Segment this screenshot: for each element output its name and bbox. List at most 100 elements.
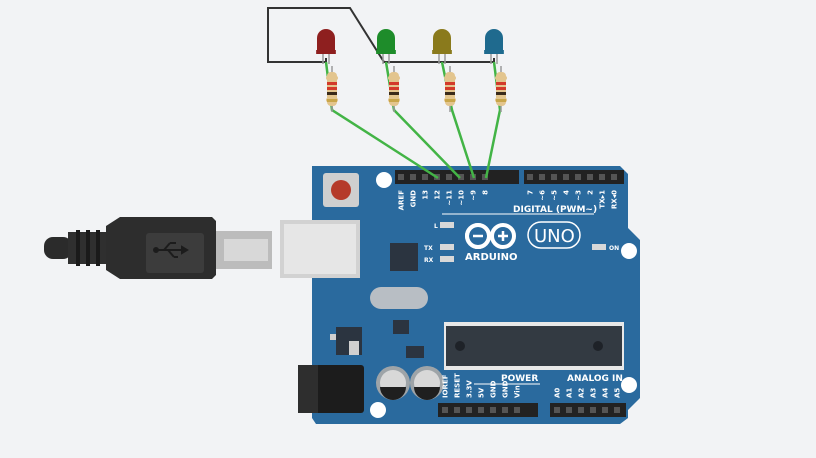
- pin-hole[interactable]: [442, 407, 448, 413]
- pin-hole[interactable]: [614, 407, 620, 413]
- digital-pwm-label: DIGITAL (PWM~): [513, 205, 597, 215]
- pin-label: A1: [566, 388, 574, 398]
- mounting-hole: [376, 172, 392, 188]
- tx-led-label: TX: [424, 245, 433, 252]
- pin-label: A0: [554, 388, 562, 398]
- mounting-hole: [370, 402, 386, 418]
- arduino-brand: ARDUINO: [465, 252, 517, 263]
- pin-hole[interactable]: [611, 174, 617, 180]
- power-header[interactable]: [438, 403, 538, 417]
- arduino-logo: ARDUINO UNO: [465, 221, 581, 263]
- pin-hole[interactable]: [575, 174, 581, 180]
- pin-label: 5V: [478, 387, 486, 398]
- resistor[interactable]: [388, 66, 400, 112]
- pin-hole[interactable]: [454, 407, 460, 413]
- mounting-hole: [621, 377, 637, 393]
- pin-hole[interactable]: [602, 407, 608, 413]
- pin-label: GND: [410, 190, 418, 208]
- pin-label: ~9: [470, 190, 478, 201]
- pin-label: ~6: [539, 190, 547, 201]
- analog-in-label: ANALOG IN: [567, 374, 623, 384]
- pin-hole[interactable]: [514, 407, 520, 413]
- capacitor: [410, 366, 444, 400]
- yellow-led[interactable]: [432, 29, 452, 64]
- pin-label: RX◂0: [611, 190, 619, 209]
- transistor: [406, 346, 424, 358]
- pin-label: ~3: [575, 190, 583, 201]
- pin-hole[interactable]: [410, 174, 416, 180]
- resistor[interactable]: [495, 66, 507, 112]
- blue-led[interactable]: [484, 29, 504, 64]
- pin-label: IOREF: [442, 374, 450, 398]
- pin-label: 8: [482, 190, 490, 195]
- pin-hole[interactable]: [539, 174, 545, 180]
- small-chip: [393, 320, 409, 334]
- signal-wires[interactable]: [324, 61, 502, 180]
- pin-label: A3: [590, 388, 598, 398]
- pin-hole[interactable]: [563, 174, 569, 180]
- pin-label: A2: [578, 388, 586, 398]
- pin-hole[interactable]: [599, 174, 605, 180]
- pin-label: GND: [502, 380, 510, 398]
- pin-label: 13: [422, 190, 430, 200]
- rx-led: [440, 256, 454, 262]
- voltage-regulator: [330, 327, 362, 355]
- pin-hole[interactable]: [490, 407, 496, 413]
- on-led: [592, 244, 606, 250]
- pin-hole[interactable]: [527, 174, 533, 180]
- capacitor: [376, 366, 410, 400]
- crystal: [370, 287, 428, 309]
- wire-red-led: [324, 61, 439, 180]
- pin-label: A4: [602, 388, 610, 398]
- pin-label: ~10: [458, 190, 466, 206]
- pin-label: GND: [490, 380, 498, 398]
- pin-label: Vin: [514, 385, 522, 398]
- pin-hole[interactable]: [466, 407, 472, 413]
- pin-hole[interactable]: [446, 174, 452, 180]
- green-led[interactable]: [376, 29, 396, 64]
- atmega-chip: [444, 322, 624, 370]
- pin-hole[interactable]: [458, 174, 464, 180]
- pin-label: RESET: [454, 373, 462, 398]
- pin-hole[interactable]: [566, 407, 572, 413]
- arduino-uno-board[interactable]: L TX RX ON DIGITAL (PWM~) POWER ANALOG I…: [280, 166, 640, 424]
- usb-chip: [390, 243, 418, 271]
- pin-label: ~11: [446, 190, 454, 206]
- pin-label: 12: [434, 190, 442, 200]
- pin-hole[interactable]: [578, 407, 584, 413]
- l-led: [440, 222, 454, 228]
- pin-label: 7: [527, 190, 535, 195]
- analog-header[interactable]: [550, 403, 626, 417]
- pin-label: 2: [587, 190, 595, 195]
- pin-label: A5: [614, 388, 622, 398]
- tx-led: [440, 244, 454, 250]
- on-led-label: ON: [609, 245, 619, 252]
- pin-hole[interactable]: [590, 407, 596, 413]
- pin-hole[interactable]: [502, 407, 508, 413]
- ground-wire[interactable]: [267, 7, 495, 63]
- uno-model: UNO: [534, 226, 575, 247]
- resistor[interactable]: [444, 66, 456, 112]
- pin-label: ~5: [551, 190, 559, 201]
- rx-led-label: RX: [424, 257, 434, 264]
- pin-hole[interactable]: [398, 174, 404, 180]
- resistor[interactable]: [326, 66, 338, 112]
- pin-hole[interactable]: [587, 174, 593, 180]
- power-pins: IOREF RESET 3.3V 5V GND GND Vin: [442, 373, 522, 413]
- pin-hole[interactable]: [554, 407, 560, 413]
- pin-hole[interactable]: [422, 174, 428, 180]
- red-led[interactable]: [316, 29, 336, 64]
- usb-icon: [153, 242, 189, 258]
- reset-button[interactable]: [323, 173, 359, 207]
- digital-header-right[interactable]: [524, 170, 624, 184]
- power-label: POWER: [501, 374, 538, 384]
- pin-label: 3.3V: [466, 380, 474, 398]
- pin-label: 4: [563, 190, 571, 195]
- pin-hole[interactable]: [478, 407, 484, 413]
- pin-hole[interactable]: [551, 174, 557, 180]
- usb-cable[interactable]: [44, 217, 272, 279]
- analog-pins: A0 A1 A2 A3 A4 A5: [554, 388, 622, 413]
